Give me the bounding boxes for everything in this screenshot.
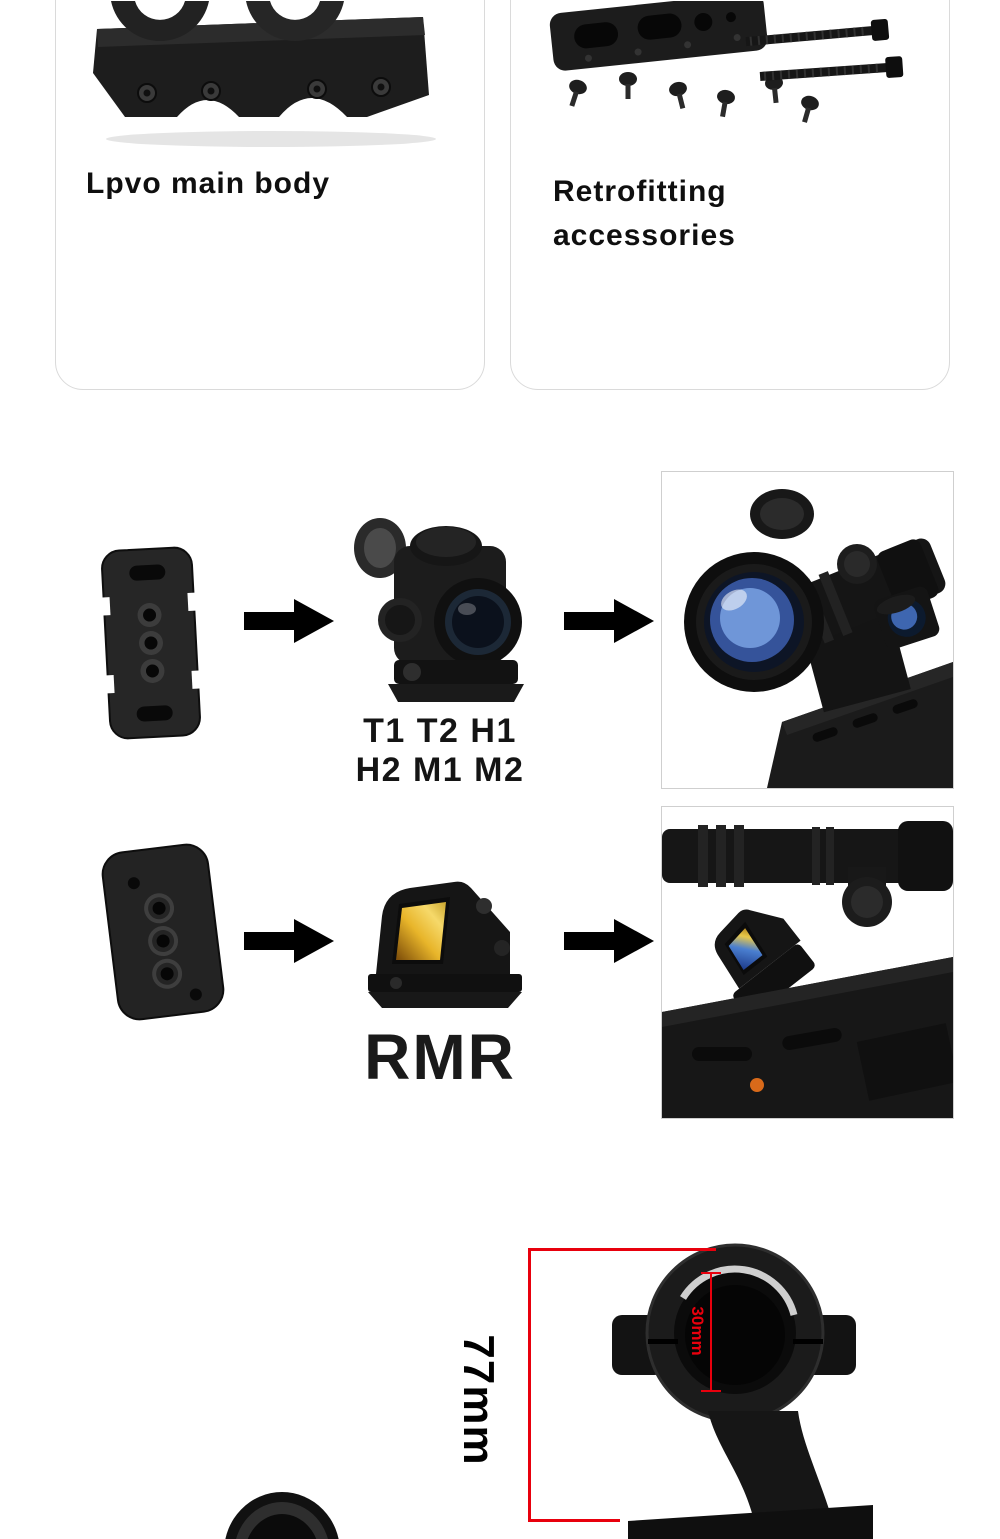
lpvo-caption: Lpvo main body	[86, 167, 331, 200]
scope-ring-dimension-photo	[598, 1243, 873, 1539]
plates-and-screws-illustration	[549, 1, 904, 123]
partial-cap-illustration	[225, 1492, 339, 1539]
rmr-reflex-sight-photo	[362, 876, 528, 1018]
dimension-tick-bottom	[528, 1519, 620, 1522]
arrow-right-icon	[244, 599, 334, 643]
rail-adapter-plate-photo	[92, 543, 210, 743]
red-dot-compatibility-label: T1 T2 H1 H2 M1 M2	[325, 712, 555, 790]
retrofit-caption-line2: accessories	[553, 219, 736, 252]
card-lpvo-main-body: Lpvo main body	[55, 0, 485, 390]
card-retrofitting-accessories: Retrofitting accessories	[510, 0, 950, 390]
rifle-rmr-illustration	[662, 821, 953, 1118]
lpvo-mount-illustration	[93, 1, 436, 147]
scope-ring-illustration	[612, 1243, 873, 1539]
rifle-with-rmr-photo	[661, 806, 954, 1119]
diameter-dimension-label: 30mm	[688, 1306, 707, 1356]
partial-next-product-photo	[222, 1488, 342, 1539]
arrow-right-icon	[244, 919, 334, 963]
rifle-scope-illustration	[684, 489, 953, 788]
arrow-right-icon	[564, 919, 654, 963]
dimension-tick-top	[528, 1248, 716, 1251]
retrofitting-accessories-photo	[546, 1, 936, 136]
rifle-with-red-dot-photo	[661, 471, 954, 789]
rmr-sight-illustration	[368, 881, 522, 1008]
micro-red-dot-sight-photo	[342, 502, 534, 714]
lpvo-main-body-photo	[81, 1, 441, 151]
retrofit-caption-line1: Retrofitting	[553, 175, 727, 208]
dimension-tick-30-top	[701, 1272, 721, 1274]
compat-line1: T1 T2 H1	[363, 712, 517, 750]
red-dot-sight-illustration	[354, 518, 524, 702]
rmr-adapter-plate-photo	[88, 840, 238, 1025]
dimension-line-30mm	[710, 1272, 712, 1392]
height-dimension-label: 77mm	[454, 1334, 503, 1466]
rmr-plate-illustration	[101, 843, 225, 1021]
rmr-label: RMR	[364, 1021, 516, 1093]
arrow-right-icon	[564, 599, 654, 643]
compat-line2: H2 M1 M2	[355, 751, 525, 789]
dimension-line-77mm	[528, 1248, 531, 1522]
dimension-tick-30-bottom	[701, 1390, 721, 1392]
rail-adapter-plate-illustration	[97, 546, 205, 740]
